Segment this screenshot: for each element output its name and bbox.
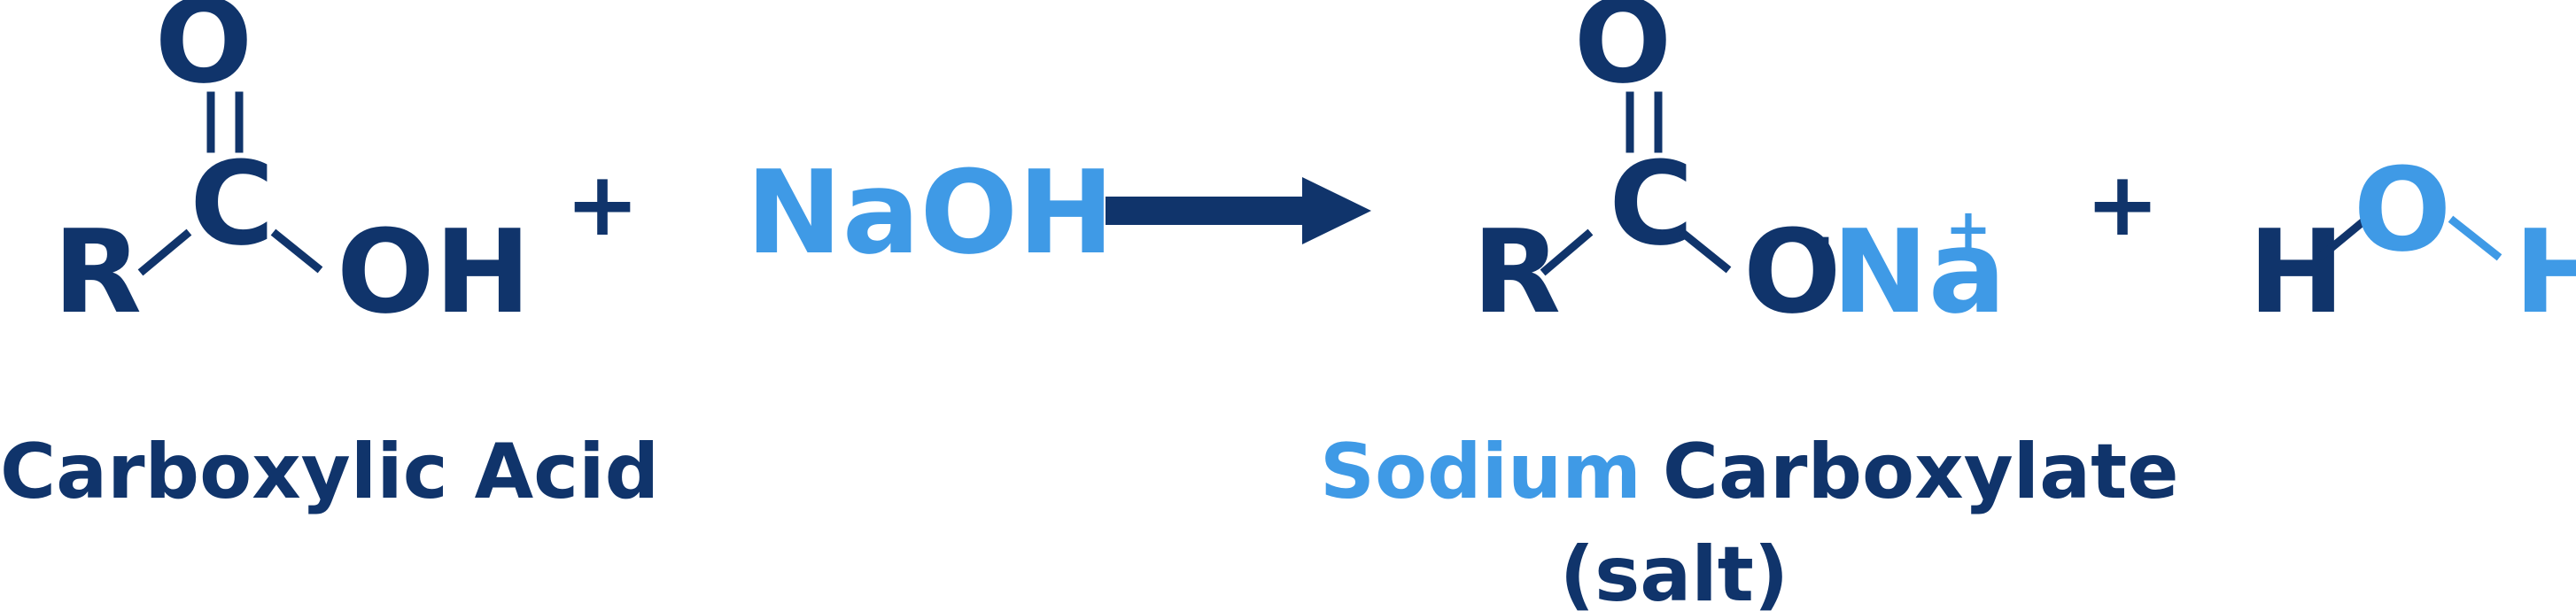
atom-hydrogen-left: H xyxy=(2248,205,2345,339)
arrow-shaft xyxy=(1106,197,1309,225)
plus-operator-2: + xyxy=(2085,152,2160,256)
label-carboxylate: Carboxylate xyxy=(1663,428,2179,516)
positive-charge: + xyxy=(1945,197,1991,261)
label-carboxylic-acid: Carboxylic Acid xyxy=(0,428,659,516)
sodium-carboxylate-structure: O C R O - Na + xyxy=(1472,0,2006,339)
arrow-head xyxy=(1302,177,1371,244)
reaction-arrow xyxy=(1106,177,1371,244)
label-sodium: Sodium xyxy=(1320,428,1641,516)
carboxylic-acid-structure: O C R OH xyxy=(53,0,531,339)
bond-c-o-2 xyxy=(1679,228,1732,274)
bond-c-oh-1 xyxy=(270,228,323,274)
label-salt: (salt) xyxy=(1560,530,1788,611)
bond-o-h-right xyxy=(2448,215,2502,261)
atom-hydrogen-right: H xyxy=(2514,205,2576,339)
plus-operator-1: + xyxy=(565,152,640,256)
atom-oxygen-water: O xyxy=(2354,143,2452,277)
atom-oxygen-double-1: O xyxy=(155,0,253,109)
bond-h-o-left xyxy=(2316,215,2370,261)
bond-r-c-1 xyxy=(137,228,192,276)
atom-oxygen-double-2: O xyxy=(1574,0,1672,109)
atom-oxygen-single-2: O xyxy=(1743,205,1842,339)
reagent-naoh: NaOH xyxy=(746,145,1114,280)
atom-carbon-1: C xyxy=(190,136,274,271)
atom-oh-1: OH xyxy=(337,205,531,339)
atom-r-1: R xyxy=(53,205,142,339)
atom-carbon-2: C xyxy=(1609,136,1693,271)
water-structure: H O H xyxy=(2248,143,2576,339)
bond-r-c-2 xyxy=(1540,228,1594,276)
negative-charge: - xyxy=(1809,205,1832,270)
sodium-ion: Na xyxy=(1832,205,2006,339)
